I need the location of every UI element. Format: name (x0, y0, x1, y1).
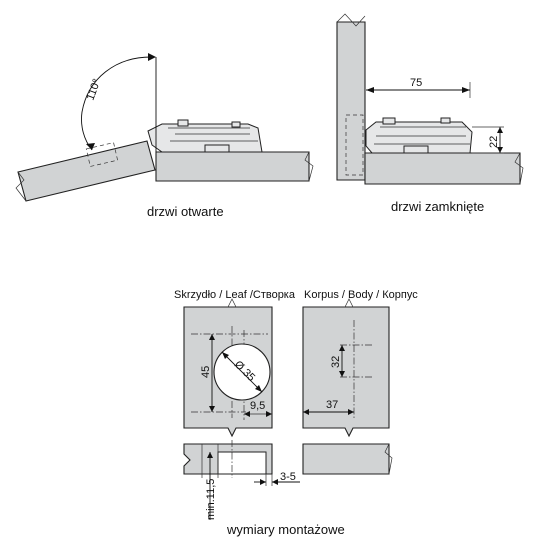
leaf-header: Skrzydło / Leaf /Створка (174, 289, 296, 301)
drill-45-label: 45 (200, 366, 212, 378)
body-header: Korpus / Body / Корпус (304, 289, 418, 301)
body-panel: 32 37 (302, 298, 390, 438)
open-door-view: 110° drzwi otwarte (15, 53, 314, 219)
min-11-5-label: min.11,5 (205, 479, 217, 520)
body-section (302, 443, 393, 475)
gap-3-5-label: 3-5 (280, 471, 296, 483)
closed-door-caption: drzwi zamknięte (391, 199, 484, 214)
edge-9-5-label: 9,5 (250, 400, 265, 412)
closed-cabinet-panel (364, 152, 521, 185)
plate-37-label: 37 (326, 399, 338, 411)
leaf-section: 3-5 min.11,5 (183, 440, 300, 520)
open-hinge (147, 119, 263, 153)
leaf-panel: Ø 35 45 9,5 (183, 298, 273, 438)
plate-32-label: 32 (330, 356, 342, 368)
open-door-leaf (17, 140, 156, 202)
open-door-caption: drzwi otwarte (147, 204, 224, 219)
offset-75-label: 75 (410, 77, 422, 89)
closed-hinge (365, 117, 473, 154)
closed-door-leaf (336, 21, 366, 181)
open-cabinet-panel (155, 151, 310, 182)
opening-angle-label: 110° (85, 77, 104, 102)
height-22-label: 22 (488, 136, 500, 148)
mounting-caption: wymiary montażowe (226, 522, 345, 537)
closed-door-view: 75 22 drzwi zamknięte (336, 13, 524, 214)
